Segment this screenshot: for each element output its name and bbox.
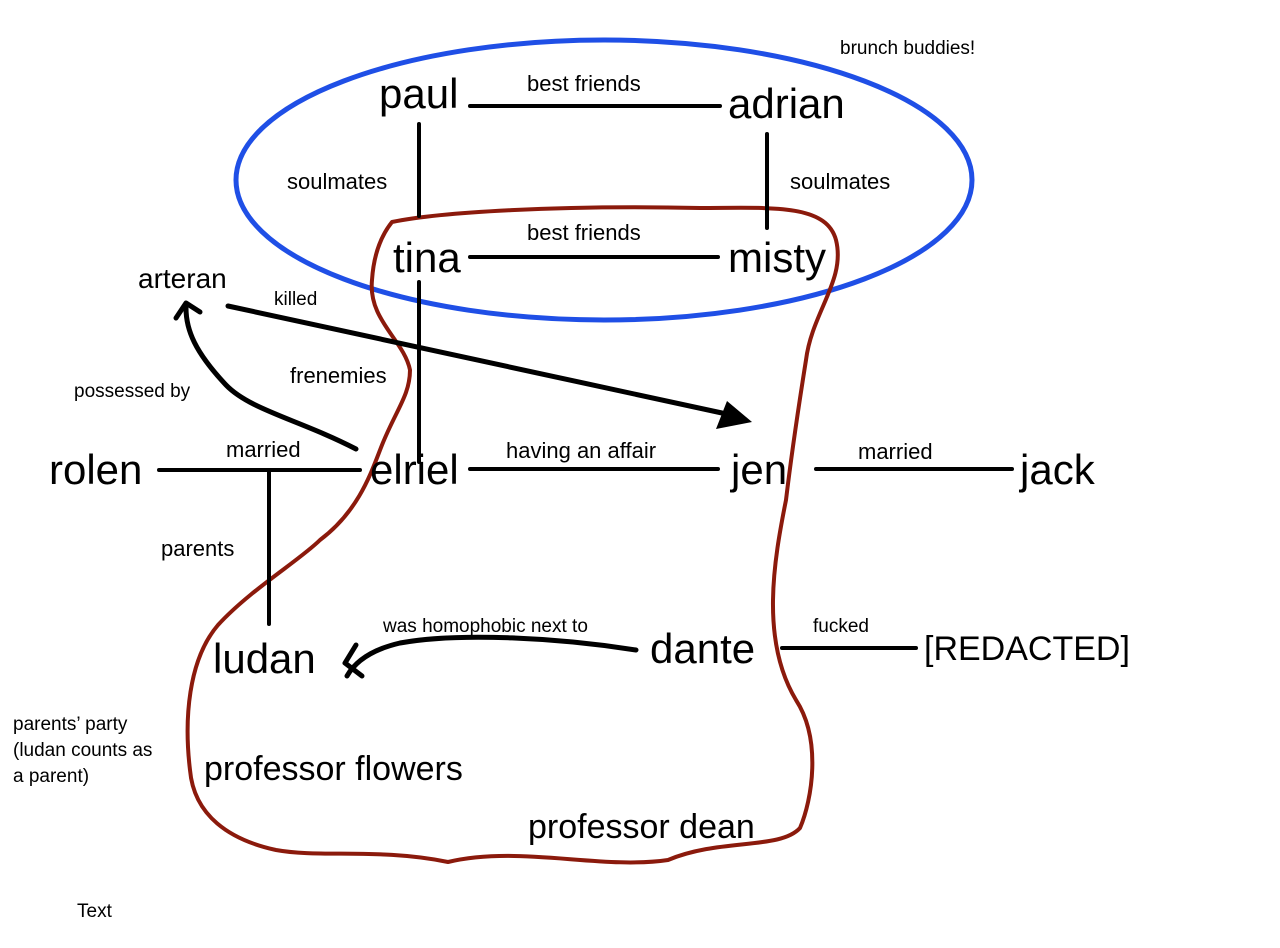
node-redacted: [REDACTED] xyxy=(924,630,1130,668)
node-professor-dean: professor dean xyxy=(528,808,755,846)
label-arteran-jen: killed xyxy=(274,289,317,310)
label-dante-redacted: fucked xyxy=(813,616,869,637)
label-paul-adrian: best friends xyxy=(527,71,641,96)
node-elriel: elriel xyxy=(370,446,459,493)
label-jen-jack: married xyxy=(858,439,933,464)
node-misty: misty xyxy=(728,234,826,281)
brunch-buddies-label: brunch buddies! xyxy=(840,38,975,59)
node-ludan: ludan xyxy=(213,635,316,682)
node-arteran: arteran xyxy=(138,263,227,294)
arrow-arteran-killed-jen xyxy=(225,303,725,416)
node-paul: paul xyxy=(379,70,458,117)
label-parents: parents xyxy=(161,536,234,561)
arrowhead-homophobic-icon xyxy=(342,642,365,679)
parents-party-label-line1: parents’ party xyxy=(13,714,128,735)
node-adrian: adrian xyxy=(728,80,845,127)
node-jen: jen xyxy=(729,446,787,493)
label-rolen-elriel: married xyxy=(226,437,301,462)
node-tina: tina xyxy=(393,234,461,281)
arrow-possessed-by xyxy=(183,305,359,452)
node-rolen: rolen xyxy=(49,446,142,493)
arrowhead-possessed-icon xyxy=(173,300,203,321)
label-adrian-misty: soulmates xyxy=(790,169,890,194)
node-dante: dante xyxy=(650,625,755,672)
text-placeholder[interactable]: Text xyxy=(77,901,113,922)
label-dante-ludan: was homophobic next to xyxy=(382,616,588,637)
node-professor-flowers: professor flowers xyxy=(204,750,463,788)
node-jack: jack xyxy=(1018,446,1096,493)
parents-party-label-line3: a parent) xyxy=(13,766,89,787)
label-elriel-arteran: possessed by xyxy=(74,381,191,402)
label-tina-misty: best friends xyxy=(527,220,641,245)
label-elriel-jen: having an affair xyxy=(506,438,656,463)
parents-party-outline xyxy=(185,205,840,865)
label-paul-tina: soulmates xyxy=(287,169,387,194)
brunch-buddies-ellipse xyxy=(233,37,975,323)
label-tina-elriel: frenemies xyxy=(290,363,387,388)
parents-party-label-line2: (ludan counts as xyxy=(13,740,152,761)
arrowhead-killed-icon xyxy=(716,401,752,429)
arrow-homophobic xyxy=(344,634,639,679)
